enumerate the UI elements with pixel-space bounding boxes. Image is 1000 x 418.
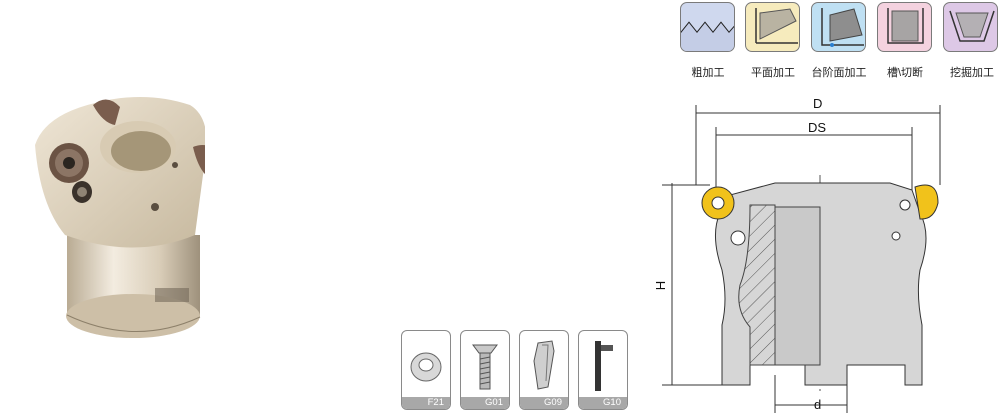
op-rough-machining: [680, 2, 735, 52]
round-insert-icon: [410, 352, 442, 382]
accessory-screw: G01: [460, 330, 510, 410]
accessory-clamp: G09: [519, 330, 569, 410]
op-shoulder-milling: [811, 2, 866, 52]
op-slotting: [877, 2, 932, 52]
shoulder-milling-icon: [821, 8, 864, 47]
op-label-pocket: 挖掘加工: [950, 67, 994, 79]
op-label-face: 平面加工: [751, 67, 795, 79]
dim-DS-label: DS: [808, 120, 827, 135]
pocketing-icon: [949, 10, 995, 42]
op-face-milling: [745, 2, 800, 52]
face-milling-icon: [755, 8, 798, 44]
technical-drawing: [662, 105, 941, 413]
wrench-icon: [595, 341, 613, 391]
accessory-insert: F21: [401, 330, 451, 410]
rough-machining-icon: [681, 21, 734, 51]
op-pocketing: [943, 2, 998, 52]
dim-D-label: D: [813, 96, 823, 111]
accessory-code: G10: [579, 397, 627, 409]
face-mill-cutter-image: [35, 97, 205, 338]
insert-clamp-icon: [533, 340, 555, 390]
accessory-code: G01: [461, 397, 509, 409]
screw-icon: [472, 344, 498, 390]
accessory-code: G09: [520, 397, 568, 409]
op-label-shoulder: 台阶面加工: [811, 67, 867, 79]
dim-d-label: d: [814, 397, 822, 412]
op-label-slot: 槽\切断: [886, 67, 924, 79]
dim-H-label: H: [653, 280, 669, 291]
op-label-rough: 粗加工: [691, 67, 725, 79]
slotting-icon: [887, 8, 924, 44]
accessory-wrench: G10: [578, 330, 628, 410]
accessory-code: F21: [402, 397, 450, 409]
